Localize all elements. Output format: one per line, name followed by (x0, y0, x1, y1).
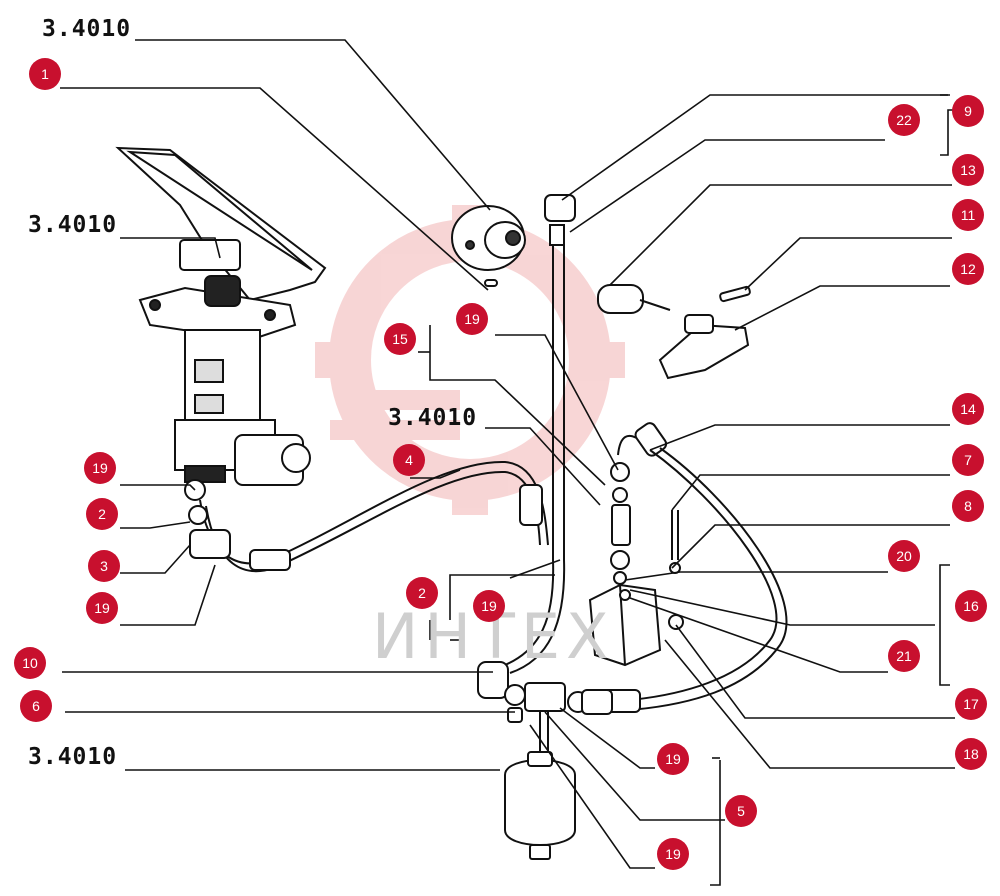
ref-code-top: 3.4010 (42, 16, 132, 42)
callout-18: 18 (955, 738, 987, 770)
callout-10: 10 (14, 647, 46, 679)
callout-22: 22 (888, 104, 920, 136)
callout-16: 16 (955, 590, 987, 622)
callout-15: 15 (384, 323, 416, 355)
callout-19: 19 (657, 743, 689, 775)
callout-19: 19 (456, 303, 488, 335)
cam-hub-part (451, 205, 526, 287)
callout-17: 17 (955, 688, 987, 720)
callout-14: 14 (952, 393, 984, 425)
ref-code-pedal: 3.4010 (28, 212, 118, 238)
callout-19: 19 (657, 838, 689, 870)
callout-5: 5 (725, 795, 757, 827)
callout-11: 11 (952, 199, 984, 231)
callout-2: 2 (86, 498, 118, 530)
callout-4: 4 (393, 444, 425, 476)
accumulator (504, 751, 576, 860)
callout-19: 19 (473, 590, 505, 622)
callout-20: 20 (888, 540, 920, 572)
distribution-block (588, 422, 684, 667)
leader-lines (60, 39, 955, 886)
callout-8: 8 (952, 490, 984, 522)
hydraulic-hose (184, 460, 549, 573)
ref-code-hose: 3.4010 (388, 405, 478, 431)
lever-parts (597, 284, 751, 380)
callout-12: 12 (952, 253, 984, 285)
callout-19: 19 (86, 592, 118, 624)
callout-3: 3 (88, 550, 120, 582)
callout-21: 21 (888, 640, 920, 672)
callout-2: 2 (406, 577, 438, 609)
callout-9: 9 (952, 95, 984, 127)
callout-13: 13 (952, 154, 984, 186)
callout-7: 7 (952, 444, 984, 476)
callout-19: 19 (84, 452, 116, 484)
ref-code-accumulator: 3.4010 (28, 744, 118, 770)
callout-6: 6 (20, 690, 52, 722)
brake-pedal-valve-assembly (115, 146, 327, 486)
vertical-pipe (544, 194, 576, 560)
callout-1: 1 (29, 58, 61, 90)
